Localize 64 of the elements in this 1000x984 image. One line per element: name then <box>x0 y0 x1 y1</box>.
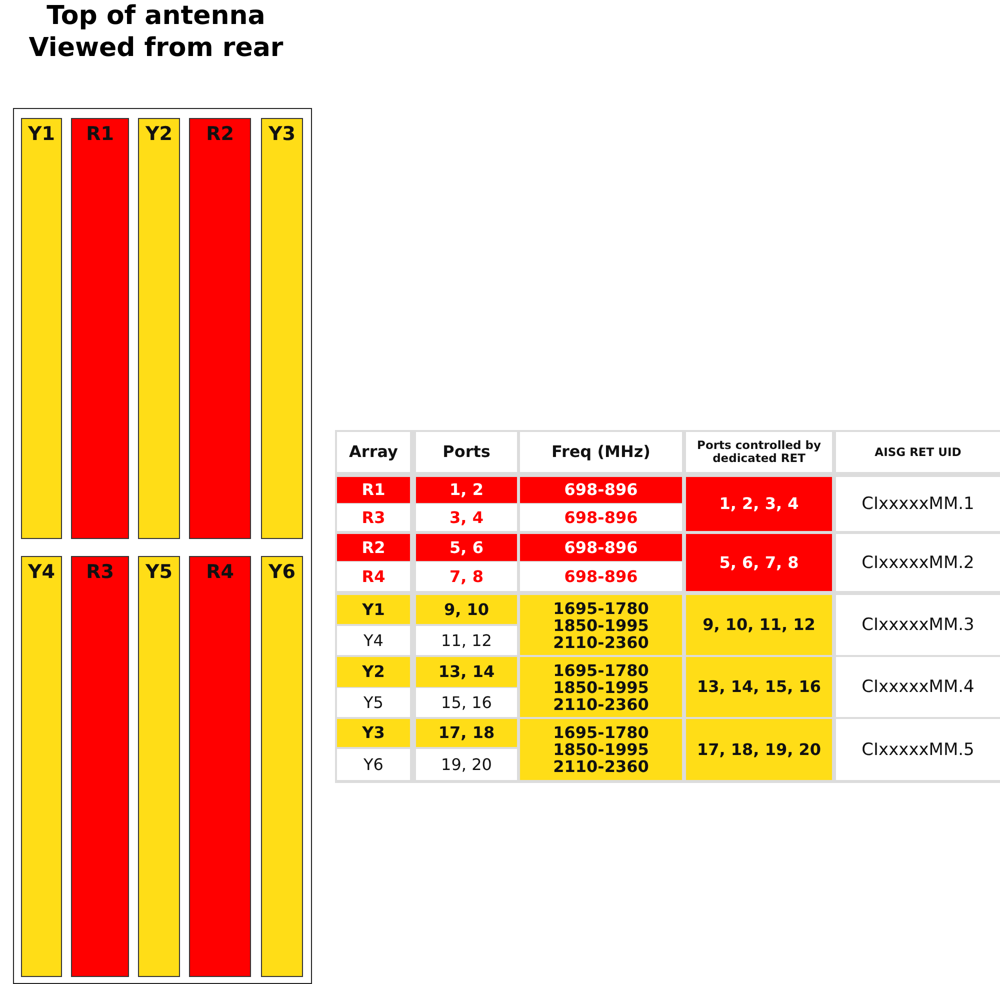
table-cell: R1 <box>337 477 410 503</box>
table-cell: 698-896 <box>520 534 682 561</box>
table-cell: CIxxxxxMM.1 <box>836 477 1000 531</box>
table-cell: CIxxxxxMM.4 <box>836 657 1000 717</box>
array-column <box>138 118 180 539</box>
table-cell: Ports <box>416 432 517 472</box>
array-column <box>21 118 62 539</box>
table-cell: Y4 <box>337 626 410 655</box>
array-column <box>138 556 180 977</box>
table-cell: Freq (MHz) <box>520 432 682 472</box>
antenna-outline <box>13 108 312 984</box>
table-cell: R4 <box>337 562 410 591</box>
array-label: R3 <box>85 561 115 583</box>
table-cell: 1695-1780 1850-1995 2110-2360 <box>520 595 682 655</box>
table-cell: 5, 6, 7, 8 <box>686 534 832 591</box>
table-cell: 11, 12 <box>416 626 517 655</box>
table-cell: 7, 8 <box>416 562 517 591</box>
table-cell: Y1 <box>337 595 410 624</box>
array-label: Y4 <box>27 561 56 583</box>
array-label: Y6 <box>268 561 296 583</box>
table-cell: 13, 14 <box>416 657 517 687</box>
table-cell: 698-896 <box>520 477 682 503</box>
array-column <box>261 118 303 539</box>
title: Top of antenna Viewed from rear <box>28 0 284 64</box>
table-cell: 19, 20 <box>416 749 517 780</box>
table-cell: 15, 16 <box>416 688 517 717</box>
table-cell: 9, 10, 11, 12 <box>686 595 832 655</box>
table-cell: 3, 4 <box>416 504 517 531</box>
table-cell: 698-896 <box>520 562 682 591</box>
array-column <box>261 556 303 977</box>
table-cell: CIxxxxxMM.2 <box>836 534 1000 591</box>
array-label: Y5 <box>144 561 174 583</box>
table-cell: 17, 18, 19, 20 <box>686 719 832 780</box>
table-cell: R2 <box>337 534 410 561</box>
table-cell: 5, 6 <box>416 534 517 561</box>
array-label: R4 <box>205 561 235 583</box>
table-cell: 9, 10 <box>416 595 517 624</box>
array-column <box>71 118 129 539</box>
table-cell: 1695-1780 1850-1995 2110-2360 <box>520 657 682 717</box>
array-label: Y3 <box>268 123 296 145</box>
array-column <box>189 556 251 977</box>
table-cell: 1, 2 <box>416 477 517 503</box>
table-cell: 1695-1780 1850-1995 2110-2360 <box>520 719 682 780</box>
array-label: R1 <box>85 123 115 145</box>
table-cell: 17, 18 <box>416 719 517 747</box>
array-label: Y2 <box>144 123 174 145</box>
table-cell: Y6 <box>337 749 410 780</box>
table-cell: CIxxxxxMM.5 <box>836 719 1000 780</box>
array-column <box>21 556 62 977</box>
table-cell: 13, 14, 15, 16 <box>686 657 832 717</box>
table-cell: Y2 <box>337 657 410 687</box>
array-label: R2 <box>205 123 235 145</box>
array-column <box>71 556 129 977</box>
table-cell: 1, 2, 3, 4 <box>686 477 832 531</box>
table-cell: Ports controlled by dedicated RET <box>686 432 832 472</box>
table-cell: CIxxxxxMM.3 <box>836 595 1000 655</box>
array-label: Y1 <box>27 123 56 145</box>
table-cell: Array <box>337 432 410 472</box>
table-cell: R3 <box>337 504 410 531</box>
table-cell: Y3 <box>337 719 410 747</box>
table-cell: 698-896 <box>520 504 682 531</box>
table-cell: Y5 <box>337 688 410 717</box>
table-cell: AISG RET UID <box>836 432 1000 472</box>
array-column <box>189 118 251 539</box>
